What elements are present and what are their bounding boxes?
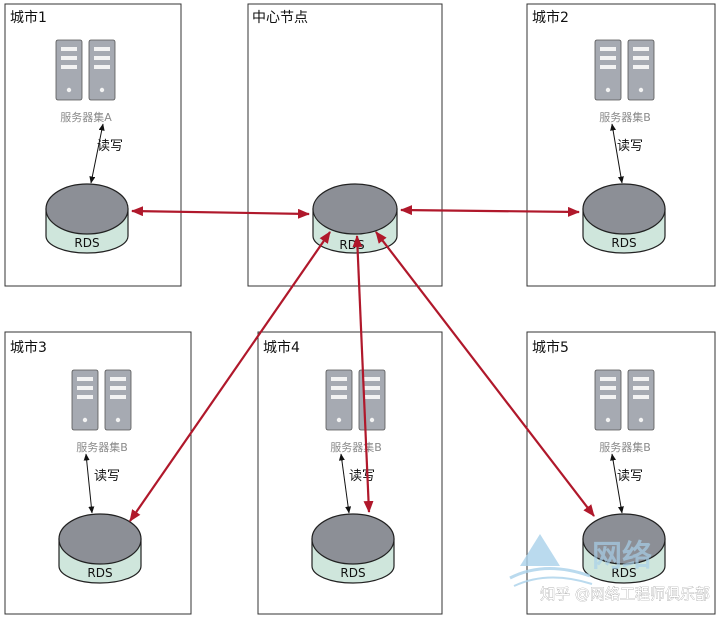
server-rack-icon bbox=[71, 369, 99, 431]
db-label-city1: RDS bbox=[74, 236, 99, 250]
rw-arrow-city4 bbox=[338, 453, 352, 514]
server-rack-icon bbox=[325, 369, 353, 431]
server-rack-icon bbox=[627, 39, 655, 101]
replication-arrow-city1-center bbox=[131, 206, 310, 219]
server-rack-icon bbox=[627, 369, 655, 431]
region-box-city2 bbox=[526, 3, 716, 287]
replication-arrow-center-city5 bbox=[375, 231, 595, 517]
rds-database-icon bbox=[582, 513, 666, 584]
replication-arrow-center-city3 bbox=[129, 231, 331, 522]
rds-database-icon bbox=[311, 513, 395, 584]
region-title-city1: 城市1 bbox=[10, 9, 47, 26]
rw-label-city2: 读写 bbox=[617, 139, 643, 154]
rw-arrow-city2 bbox=[610, 123, 624, 184]
rds-database-icon bbox=[582, 183, 666, 254]
db-label-city2: RDS bbox=[611, 236, 636, 250]
rw-label-city4: 读写 bbox=[349, 469, 375, 484]
watermark-logo: 网络 bbox=[509, 534, 652, 587]
server-rack-icon bbox=[594, 39, 622, 101]
rw-label-city5: 读写 bbox=[617, 469, 643, 484]
rw-arrow-city1 bbox=[89, 123, 105, 184]
rds-database-icon bbox=[58, 513, 142, 584]
rw-arrow-city3 bbox=[83, 453, 95, 514]
server-rack-icon bbox=[104, 369, 132, 431]
region-title-city4: 城市4 bbox=[263, 339, 300, 356]
server-caption-city1: 服务器集A bbox=[60, 110, 112, 124]
server-caption-city4: 服务器集B bbox=[330, 440, 382, 454]
region-title-city2: 城市2 bbox=[532, 9, 569, 26]
server-caption-city3: 服务器集B bbox=[76, 440, 128, 454]
server-rack-icon bbox=[594, 369, 622, 431]
server-rack-icon bbox=[88, 39, 116, 101]
watermark-brand: 网络 bbox=[592, 539, 652, 574]
db-label-center: RDS bbox=[339, 238, 364, 252]
rds-database-icon bbox=[45, 183, 129, 254]
watermark-caption: 知乎 @网络工程师俱乐部 bbox=[540, 585, 710, 603]
server-rack-icon bbox=[55, 39, 83, 101]
replication-arrow-center-city2 bbox=[400, 205, 580, 217]
region-box-city1 bbox=[4, 3, 182, 287]
server-caption-city5: 服务器集B bbox=[599, 440, 651, 454]
region-title-city3: 城市3 bbox=[10, 339, 47, 356]
rw-label-city1: 读写 bbox=[97, 139, 123, 154]
region-title-center: 中心节点 bbox=[252, 10, 308, 26]
db-label-city3: RDS bbox=[87, 566, 112, 580]
rw-arrow-city5 bbox=[610, 453, 624, 514]
region-title-city5: 城市5 bbox=[532, 339, 569, 356]
db-label-city4: RDS bbox=[340, 566, 365, 580]
region-box-center bbox=[247, 3, 443, 287]
db-label-city5: RDS bbox=[611, 566, 636, 580]
replication-arrow-center-city4 bbox=[352, 235, 374, 513]
rw-label-city3: 读写 bbox=[94, 469, 120, 484]
server-caption-city2: 服务器集B bbox=[599, 110, 651, 124]
